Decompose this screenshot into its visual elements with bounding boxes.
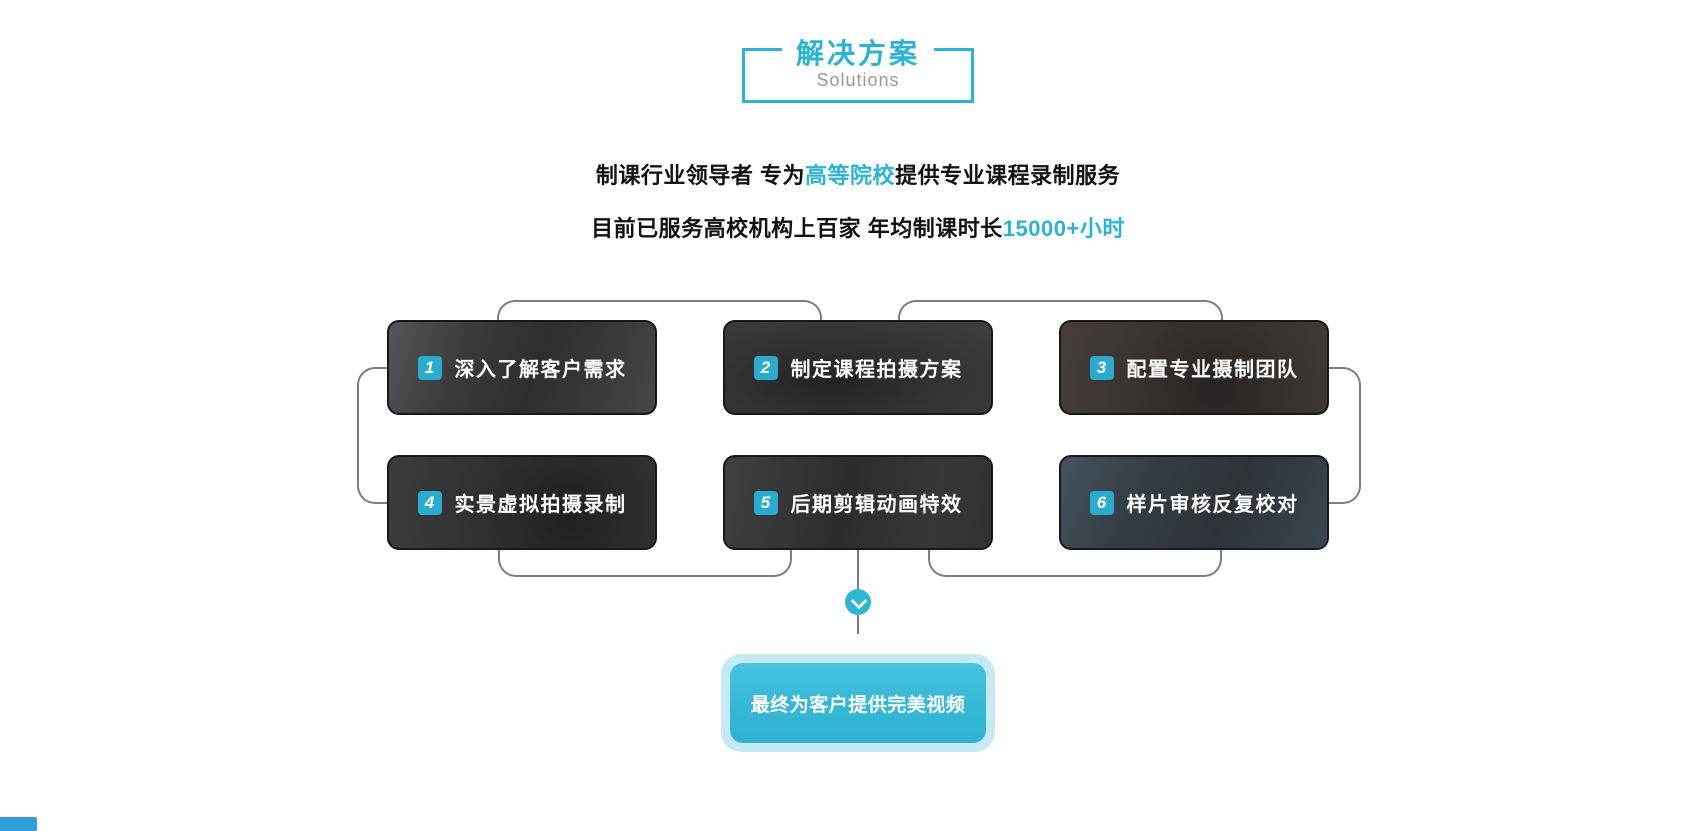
intro-line-1-post: 提供专业课程录制服务 bbox=[895, 163, 1121, 188]
step-card-6: 6 样片审核反复校对 bbox=[1059, 455, 1329, 550]
chevron-down-icon bbox=[850, 592, 867, 609]
step-card-1: 1 深入了解客户需求 bbox=[387, 320, 657, 415]
step-4-label: 实景虚拟拍摄录制 bbox=[454, 494, 627, 516]
floating-widget-fragment[interactable] bbox=[0, 817, 37, 831]
step-1-number-badge: 1 bbox=[417, 355, 442, 380]
solutions-section: 解决方案 Solutions 制课行业领导者 专为高等院校提供专业课程录制服务 … bbox=[308, 0, 1408, 831]
step-6-number-badge: 6 bbox=[1089, 490, 1114, 515]
step-card-2: 2 制定课程拍摄方案 bbox=[723, 320, 993, 415]
step-5-number-badge: 5 bbox=[753, 490, 778, 515]
intro-line-1-highlight: 高等院校 bbox=[805, 163, 896, 188]
step-1-label: 深入了解客户需求 bbox=[454, 359, 627, 381]
section-subtitle: Solutions bbox=[816, 70, 900, 90]
intro-line-1: 制课行业领导者 专为高等院校提供专业课程录制服务 bbox=[308, 161, 1408, 191]
connector-step5-step6 bbox=[928, 535, 1222, 577]
step-3-label: 配置专业摄制团队 bbox=[1126, 359, 1299, 381]
step-2-number-badge: 2 bbox=[753, 355, 778, 380]
step-4-number-badge: 4 bbox=[417, 490, 442, 515]
step-2-label: 制定课程拍摄方案 bbox=[790, 359, 963, 381]
connector-step5-result bbox=[857, 540, 859, 634]
result-label: 最终为客户提供完美视频 bbox=[750, 694, 966, 716]
section-title: 解决方案 bbox=[781, 32, 935, 72]
intro-line-2-pre: 目前已服务高校机构上百家 年均制课时长 bbox=[591, 216, 1003, 241]
step-card-5: 5 后期剪辑动画特效 bbox=[723, 455, 993, 550]
intro-line-1-pre: 制课行业领导者 专为 bbox=[595, 163, 806, 188]
step-3-number-badge: 3 bbox=[1089, 355, 1114, 380]
step-card-3: 3 配置专业摄制团队 bbox=[1059, 320, 1329, 415]
result-card-glow: 最终为客户提供完美视频 bbox=[721, 654, 995, 752]
result-card: 最终为客户提供完美视频 bbox=[730, 663, 986, 743]
intro-line-2: 目前已服务高校机构上百家 年均制课时长15000+小时 bbox=[308, 214, 1408, 244]
step-card-4: 4 实景虚拟拍摄录制 bbox=[387, 455, 657, 550]
connector-step3-step6 bbox=[1319, 367, 1361, 504]
connector-step4-step5 bbox=[498, 535, 792, 577]
step-6-label: 样片审核反复校对 bbox=[1126, 494, 1299, 516]
connector-step1-step4 bbox=[357, 367, 399, 504]
intro-line-2-highlight: 15000+小时 bbox=[1002, 216, 1125, 241]
step-5-label: 后期剪辑动画特效 bbox=[790, 494, 963, 516]
section-title-frame: 解决方案 Solutions bbox=[742, 32, 974, 103]
flow-arrow-circle bbox=[845, 589, 871, 615]
